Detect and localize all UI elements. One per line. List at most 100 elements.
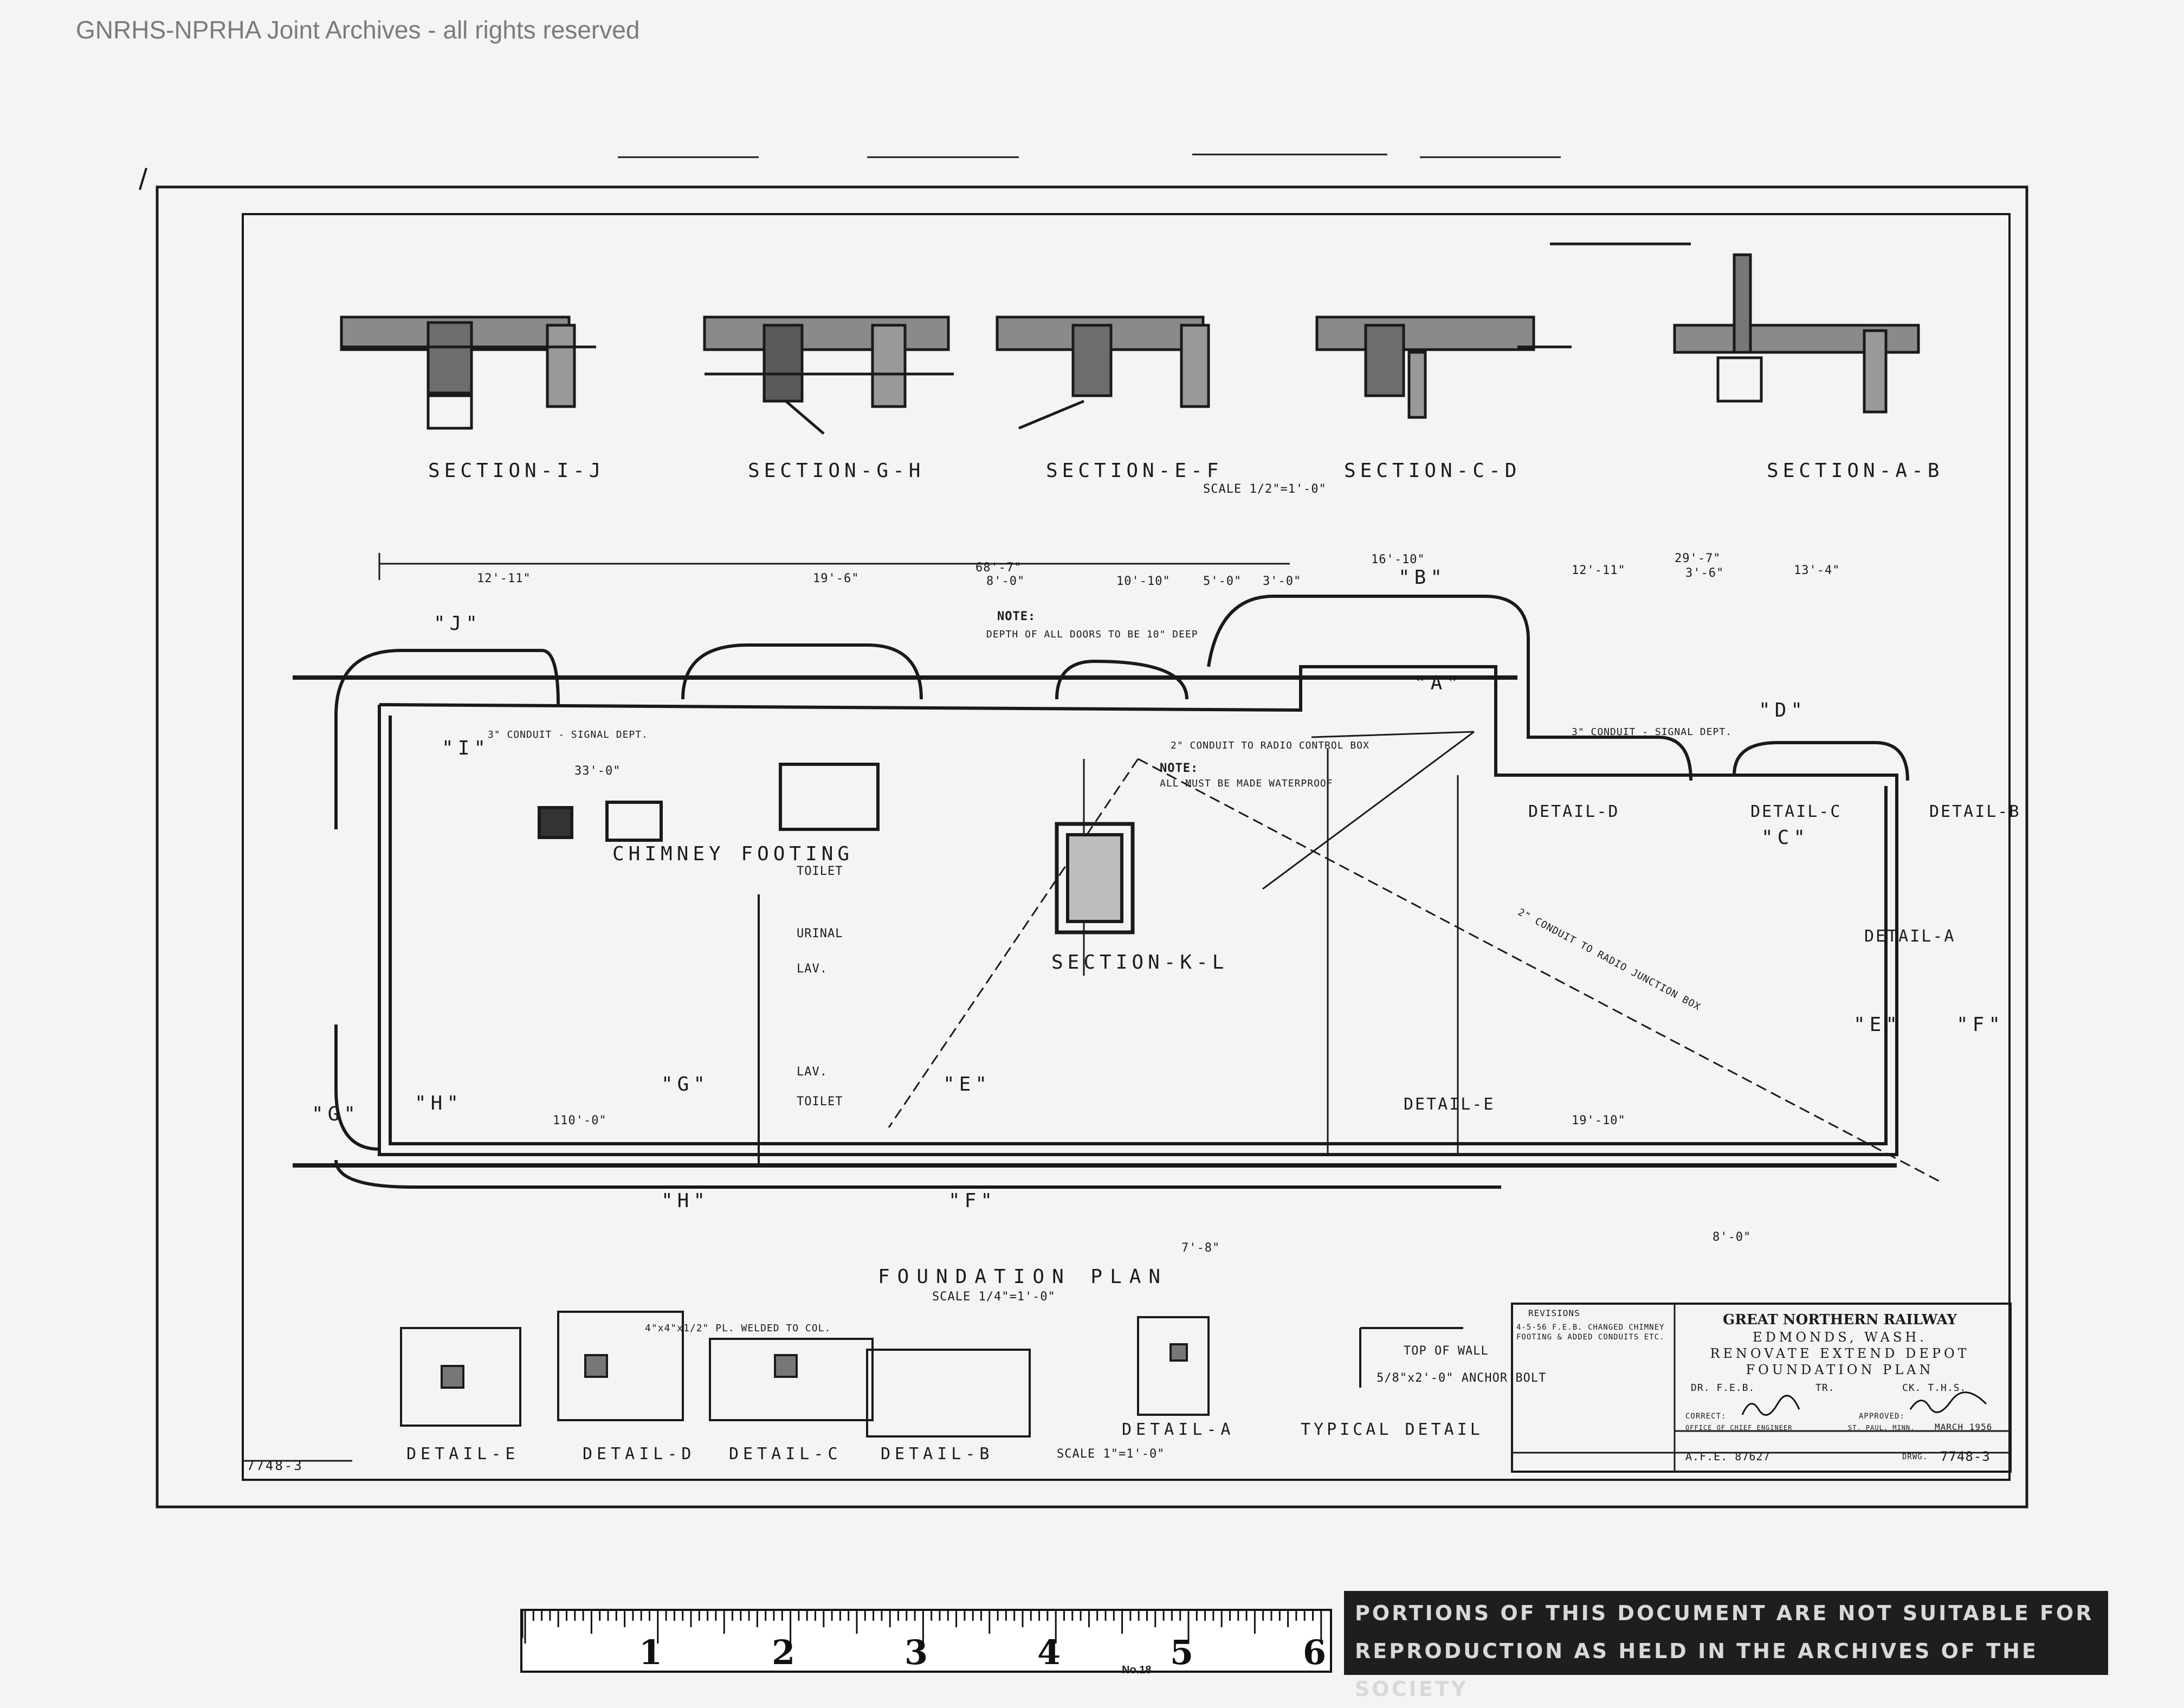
foundation-plan-drawing bbox=[293, 553, 1941, 1189]
ruler-number: 4 bbox=[1037, 1633, 1061, 1672]
detail-callout: DETAIL-B bbox=[1929, 802, 2021, 821]
drawing-no-label: DRWG. bbox=[1902, 1453, 1928, 1461]
plan-dimension: 3'-0" bbox=[1263, 575, 1302, 588]
title-block: REVISIONS 4-5-56 F.E.B. CHANGED CHIMNEY … bbox=[1512, 1304, 2005, 1472]
drawn-by: DR. F.E.B. bbox=[1691, 1382, 1755, 1394]
ruler-label: No.18 bbox=[1122, 1664, 1152, 1676]
drawing-number-left: 7748-3 bbox=[247, 1458, 303, 1473]
details-scale: SCALE 1"=1'-0" bbox=[1057, 1447, 1165, 1461]
section-ab-drawing bbox=[1550, 242, 1920, 414]
measurement-ruler: 1 2 3 4 5 6 bbox=[520, 1609, 1332, 1673]
foundation-plan-title: FOUNDATION PLAN bbox=[878, 1266, 1168, 1288]
section-ef-drawing bbox=[996, 315, 1210, 430]
details-row-drawing bbox=[400, 1311, 1463, 1438]
cut-marker: "E" bbox=[1853, 1014, 1902, 1036]
location-date: ST. PAUL, MINN. bbox=[1848, 1424, 1915, 1432]
plan-dimension: 33'-0" bbox=[574, 764, 621, 778]
plan-dimension: 16'-10" bbox=[1371, 553, 1425, 566]
plan-dimension: 8'-0" bbox=[1713, 1230, 1752, 1244]
engineer-signature bbox=[1741, 1395, 1800, 1416]
plan-dimension: 12'-11" bbox=[1572, 564, 1626, 577]
approver-signature bbox=[1909, 1391, 1987, 1413]
cut-marker: "H" bbox=[415, 1092, 463, 1114]
cut-marker: "E" bbox=[943, 1073, 992, 1095]
section-ab-label: SECTION-A-B bbox=[1767, 460, 1944, 482]
plan-dimension-overall: 68'-7" bbox=[975, 561, 1022, 575]
cut-marker: "I" bbox=[442, 737, 490, 759]
detail-callout: DETAIL-A bbox=[1864, 927, 1956, 946]
fixture-label: LAV. bbox=[797, 962, 828, 976]
fixture-label: TOILET bbox=[797, 865, 843, 878]
cut-marker: "A" bbox=[1414, 672, 1463, 694]
cut-marker: "B" bbox=[1398, 566, 1447, 589]
conduit-signal-label: 3" CONDUIT - SIGNAL DEPT. bbox=[488, 729, 648, 740]
cut-marker: "G" bbox=[661, 1073, 710, 1095]
project-name: RENOVATE EXTEND DEPOT bbox=[1710, 1346, 1970, 1361]
cut-marker: "F" bbox=[1956, 1014, 2005, 1036]
section-gh-drawing bbox=[703, 315, 954, 435]
cut-marker: "H" bbox=[661, 1190, 710, 1212]
drawing-number: 7748-3 bbox=[1940, 1449, 1991, 1464]
plan-note2-text: ALL MUST BE MADE WATERPROOF bbox=[1160, 778, 1333, 789]
cut-marker: "G" bbox=[312, 1103, 360, 1125]
plate-label: 4"x4"x1/2" PL. WELDED TO COL. bbox=[645, 1323, 831, 1334]
fixture-label: URINAL bbox=[797, 927, 843, 940]
traced-by: TR. bbox=[1815, 1382, 1835, 1394]
plan-dimension: 19'-6" bbox=[813, 572, 860, 585]
chimney-footing-label: CHIMNEY FOOTING bbox=[612, 843, 854, 865]
detail-label: DETAIL-E bbox=[406, 1445, 520, 1464]
ruler-number: 1 bbox=[639, 1633, 663, 1672]
railway-name: GREAT NORTHERN RAILWAY bbox=[1723, 1312, 1957, 1328]
anchor-bolt-label: 5/8"x2'-0" ANCHOR BOLT bbox=[1377, 1371, 1547, 1385]
section-scale: SCALE 1/2"=1'-0" bbox=[1203, 482, 1327, 496]
detail-callout: DETAIL-D bbox=[1528, 802, 1620, 821]
revisions-header: REVISIONS bbox=[1528, 1308, 1580, 1318]
plan-dimension: 29'-7" bbox=[1675, 552, 1721, 565]
section-kl-label: SECTION-K-L bbox=[1051, 951, 1229, 974]
plan-note-heading: NOTE: bbox=[997, 610, 1036, 623]
ruler-ticks bbox=[522, 1611, 1322, 1643]
cut-marker: "D" bbox=[1759, 699, 1807, 721]
reproduction-notice: PORTIONS OF THIS DOCUMENT ARE NOT SUITAB… bbox=[1344, 1591, 2108, 1701]
section-ij-drawing bbox=[340, 315, 596, 430]
ruler-number: 6 bbox=[1303, 1633, 1327, 1672]
plan-dimension: 10'-10" bbox=[1116, 575, 1171, 588]
section-cd-label: SECTION-C-D bbox=[1344, 460, 1521, 482]
correct-label: CORRECT: bbox=[1685, 1412, 1727, 1421]
section-cd-drawing bbox=[1315, 315, 1572, 419]
fixture-label: LAV. bbox=[797, 1065, 828, 1079]
checked-by: CK. T.H.S. bbox=[1902, 1382, 1967, 1394]
detail-label: DETAIL-C bbox=[729, 1445, 842, 1464]
detail-label: DETAIL-D bbox=[583, 1445, 696, 1464]
drawing-title: FOUNDATION PLAN bbox=[1746, 1362, 1934, 1377]
archive-watermark: GNRHS-NPRHA Joint Archives - all rights … bbox=[76, 16, 640, 44]
office-label: OFFICE OF CHIEF ENGINEER bbox=[1685, 1424, 1793, 1432]
plan-note2-heading: NOTE: bbox=[1160, 762, 1199, 775]
plan-dimension: 5'-0" bbox=[1203, 575, 1242, 588]
approved-label: APPROVED: bbox=[1859, 1412, 1905, 1421]
ruler-number: 5 bbox=[1170, 1633, 1194, 1672]
plan-dimension: 110'-0" bbox=[553, 1114, 607, 1127]
detail-label: TYPICAL DETAIL bbox=[1301, 1420, 1483, 1439]
location-name: EDMONDS, WASH. bbox=[1753, 1330, 1927, 1345]
plan-dimension: 8'-0" bbox=[986, 575, 1025, 588]
plan-dimension: 3'-6" bbox=[1685, 566, 1724, 580]
ruler-number: 3 bbox=[904, 1633, 928, 1672]
cut-marker: "J" bbox=[434, 613, 482, 635]
plan-dimension: 13'-4" bbox=[1794, 564, 1840, 577]
section-ef-label: SECTION-E-F bbox=[1046, 460, 1223, 482]
cut-marker: "F" bbox=[948, 1190, 997, 1212]
section-gh-label: SECTION-G-H bbox=[748, 460, 925, 482]
detail-callout: DETAIL-C bbox=[1750, 802, 1842, 821]
foundation-plan-scale: SCALE 1/4"=1'-0" bbox=[932, 1290, 1056, 1304]
plan-dimension: 12'-11" bbox=[477, 572, 531, 585]
plan-dimension: 7'-8" bbox=[1181, 1241, 1220, 1255]
conduit-radio-label: 2" CONDUIT TO RADIO CONTROL BOX bbox=[1171, 740, 1369, 751]
fixture-label: TOILET bbox=[797, 1095, 843, 1108]
drawing-date: MARCH 1956 bbox=[1935, 1422, 1993, 1432]
section-ij-label: SECTION-I-J bbox=[428, 460, 605, 482]
detail-callout: DETAIL-E bbox=[1404, 1095, 1495, 1114]
plan-note-text: DEPTH OF ALL DOORS TO BE 10" DEEP bbox=[986, 629, 1198, 640]
ruler-number: 2 bbox=[772, 1633, 796, 1672]
